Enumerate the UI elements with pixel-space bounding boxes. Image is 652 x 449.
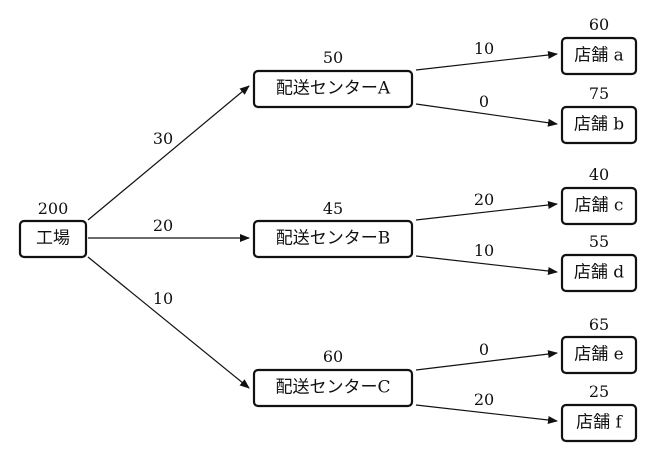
store-e-node: 65 店舗 e [560, 315, 638, 375]
store-b-label: 店舗 b [574, 115, 624, 135]
edge-center-c-to-store-f [415, 404, 558, 424]
store-e-label: 店舗 e [574, 345, 623, 365]
center-c-value: 60 [323, 347, 343, 366]
store-f-node: 25 店舗 f [560, 382, 638, 443]
edge-label-b-to-store-c: 20 [474, 190, 494, 209]
store-a-label: 店舗 a [574, 46, 624, 66]
edge-center-a-to-store-b [415, 103, 558, 127]
center-c-label: 配送センターC [275, 378, 390, 398]
edge-label-factory-to-center-a: 30 [153, 129, 173, 148]
center-b-label: 配送センターB [276, 229, 391, 249]
edge-center-b-to-store-c [415, 201, 558, 221]
edge-center-a-to-store-a [415, 51, 558, 71]
store-c-value: 40 [589, 165, 609, 184]
edge-center-c-to-store-e [415, 350, 558, 371]
center-b-node: 45 配送センターB [252, 199, 414, 259]
store-b-node: 75 店舗 b [560, 84, 638, 145]
store-c-node: 40 店舗 c [560, 165, 638, 226]
store-a-value: 60 [589, 15, 609, 34]
edge-label-a-to-store-a: 10 [474, 39, 494, 58]
edge-label-factory-to-center-b: 20 [153, 216, 173, 235]
store-a-node: 60 店舗 a [560, 15, 638, 76]
edge-label-c-to-store-e: 0 [479, 340, 489, 359]
center-a-label: 配送センターA [276, 79, 391, 99]
store-b-value: 75 [589, 84, 609, 103]
factory-value: 200 [38, 199, 69, 218]
edge-label-factory-to-center-c: 10 [153, 289, 173, 308]
center-b-value: 45 [323, 199, 343, 218]
edge-factory-to-center-a [87, 85, 250, 221]
factory-label: 工場 [36, 229, 70, 249]
store-f-label: 店舗 f [576, 413, 623, 433]
store-d-node: 55 店舗 d [560, 232, 638, 293]
store-e-value: 65 [589, 315, 609, 334]
edge-label-c-to-store-f: 20 [474, 390, 494, 409]
store-f-value: 25 [589, 382, 609, 401]
store-d-label: 店舗 d [574, 263, 624, 283]
center-a-value: 50 [323, 48, 343, 67]
center-c-node: 60 配送センターC [252, 347, 414, 408]
edge-label-b-to-store-d: 10 [474, 241, 494, 260]
edge-label-a-to-store-b: 0 [479, 92, 489, 111]
edge-center-b-to-store-d [415, 255, 558, 275]
store-d-value: 55 [589, 232, 609, 251]
factory-node: 200 工場 [18, 199, 88, 259]
store-c-label: 店舗 c [575, 196, 624, 216]
edge-factory-to-center-c [87, 256, 250, 389]
center-a-node: 50 配送センターA [252, 48, 414, 109]
